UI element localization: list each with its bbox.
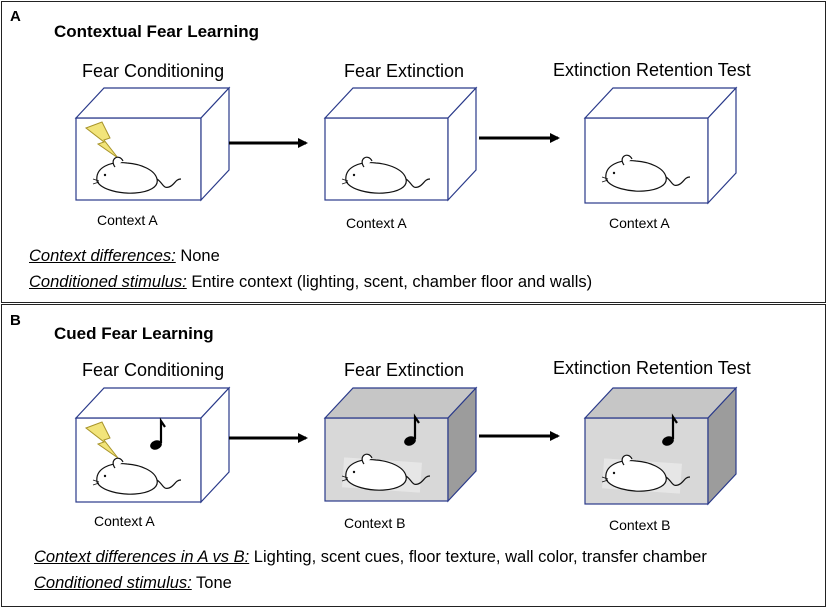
context-differences-value: Lighting, scent cues, floor texture, wal… [249,548,707,566]
panel-b-stage-1-context: Context A [94,513,155,529]
panel-a-stage-2-context: Context A [346,215,407,231]
panel-b-stage-1-title: Fear Conditioning [82,360,225,380]
panel-a-stage-3-title: Extinction Retention Test [553,60,751,80]
panel-a-context-differences: Context differences: None [29,247,220,266]
panel-b-context-differences: Context differences in A vs B: Lighting,… [34,548,707,567]
panel-a [1,1,826,303]
context-differences-label: Context differences in A vs B: [34,548,250,566]
context-differences-label: Context differences: [29,247,176,265]
panel-a-stage-1-title: Fear Conditioning [82,61,225,81]
panel-b-conditioned-stimulus: Conditioned stimulus: Tone [34,574,232,593]
panel-b [1,304,826,607]
panel-a-box-2 [323,86,478,202]
panel-a-stage-2-title: Fear Extinction [344,61,465,81]
panel-b-stage-2-context: Context B [344,515,406,531]
panel-a-stage-3-context: Context A [609,215,670,231]
conditioned-stimulus-label: Conditioned stimulus: [34,574,192,592]
panel-a-title: Contextual Fear Learning [54,22,259,41]
conditioned-stimulus-value: Tone [191,574,232,592]
panel-b-stage-3-title: Extinction Retention Test [553,358,751,378]
panel-b-stage-2-title: Fear Extinction [344,360,465,380]
conditioned-stimulus-label: Conditioned stimulus: [29,273,187,291]
panel-b-stage-3-context: Context B [609,517,671,533]
panel-a-letter: A [10,8,21,25]
panel-b-title: Cued Fear Learning [54,324,214,343]
panel-a-stage-1-context: Context A [97,212,158,228]
context-differences-value: None [175,247,220,265]
conditioned-stimulus-value: Entire context (lighting, scent, chamber… [186,273,593,291]
panel-b-letter: B [10,312,21,329]
panel-a-conditioned-stimulus: Conditioned stimulus: Entire context (li… [29,273,592,292]
